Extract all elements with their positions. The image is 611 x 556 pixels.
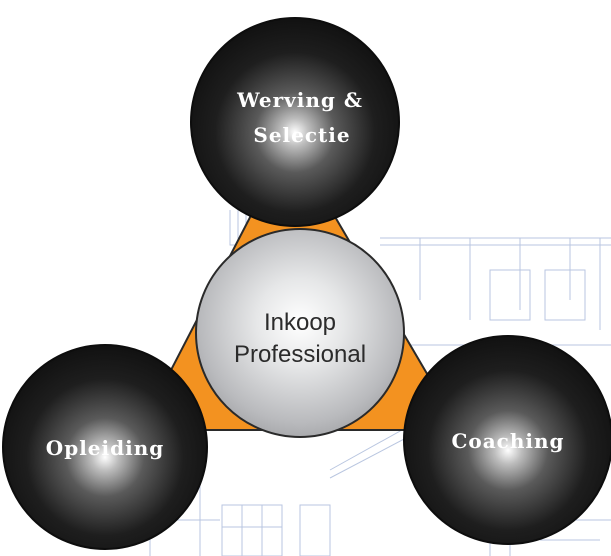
node-werving-selectie-label-line2: Selectie xyxy=(253,123,350,147)
node-inkoop-professional-label-line2: Professional xyxy=(234,341,366,368)
node-opleiding: Opleiding xyxy=(2,344,208,550)
node-inkoop-professional: Inkoop Professional xyxy=(195,228,405,438)
node-coaching: Coaching xyxy=(403,335,611,545)
node-coaching-circle xyxy=(403,335,611,545)
node-coaching-label: Coaching xyxy=(451,429,564,453)
node-opleiding-label: Opleiding xyxy=(46,436,164,460)
node-opleiding-circle xyxy=(2,344,208,550)
node-inkoop-professional-label-line1: Inkoop xyxy=(264,309,336,336)
node-werving-selectie: Werving & Selectie xyxy=(190,17,400,227)
node-werving-selectie-circle xyxy=(190,17,400,227)
node-inkoop-professional-circle xyxy=(195,228,405,438)
node-werving-selectie-label-line1: Werving & xyxy=(236,88,363,112)
